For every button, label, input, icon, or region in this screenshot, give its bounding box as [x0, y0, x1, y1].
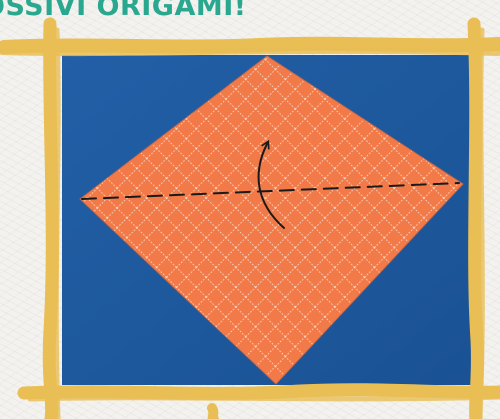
photo-frame-border [0, 17, 500, 419]
page-headline: OSSIVI ORIGAMI! [0, 0, 247, 22]
fold-line [81, 182, 460, 200]
fold-direction-arrow-icon [257, 139, 285, 229]
origami-paper [80, 56, 463, 384]
